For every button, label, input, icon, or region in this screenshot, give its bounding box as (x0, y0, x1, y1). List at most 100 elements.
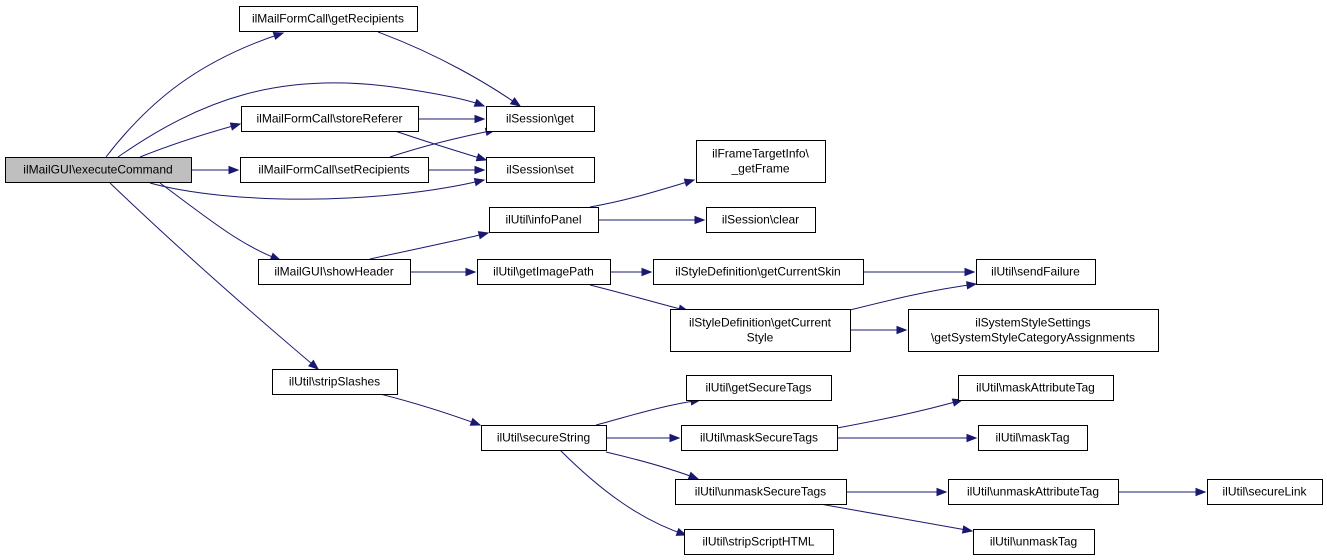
edge-setRecipients-to-sessionGet (389, 127, 497, 158)
node-label: ilMailFormCall\storeReferer (256, 112, 402, 126)
node-maskAttributeTag[interactable]: ilUtil\maskAttributeTag (958, 375, 1114, 401)
node-box (976, 259, 1096, 285)
node-label: ilUtil\unmaskSecureTags (695, 485, 826, 499)
arrowhead (964, 267, 976, 277)
edge-line (139, 123, 241, 158)
edge-line (159, 182, 281, 261)
edges-layer (105, 31, 1207, 536)
node-sessionSet[interactable]: ilSession\set (486, 157, 595, 183)
node-label: ilMailGUI\showHeader (274, 265, 393, 279)
node-label: ilUtil\getImagePath (493, 265, 594, 279)
edge-executeCommand-to-stripSlashes (109, 182, 320, 370)
edge-executeCommand-to-setRecipients (191, 165, 240, 175)
edge-secureString-to-unmaskSecureTags (605, 451, 700, 480)
node-getCurrentSkin[interactable]: ilStyleDefinition\getCurrentSkin (653, 259, 864, 285)
edge-executeCommand-to-sessionSet (149, 178, 486, 200)
edge-line (109, 182, 319, 370)
node-box (241, 106, 419, 132)
arrowhead (694, 215, 706, 225)
node-unmaskSecureTags[interactable]: ilUtil\unmaskSecureTags (675, 479, 847, 505)
edge-getImagePath-to-getCurrentSkin (610, 267, 653, 277)
node-sessionClear[interactable]: ilSession\clear (706, 207, 816, 233)
node-getSecureTags[interactable]: ilUtil\getSecureTags (686, 375, 832, 401)
node-unmaskTag[interactable]: ilUtil\unmaskTag (973, 529, 1095, 555)
node-label: ilUtil\sendFailure (991, 265, 1080, 279)
edge-line (589, 284, 689, 312)
node-unmaskAttributeTag[interactable]: ilUtil\unmaskAttributeTag (948, 479, 1119, 505)
node-box (973, 529, 1095, 555)
node-label: ilSession\clear (722, 213, 799, 227)
edge-unmaskAttributeTag-to-secureLink (1118, 487, 1207, 497)
node-executeCommand[interactable]: ilMailGUI\executeCommand (5, 157, 192, 183)
edge-setRecipients-to-sessionSet (428, 165, 486, 175)
edge-storeReferer-to-sessionSet (394, 130, 488, 162)
node-maskSecureTags[interactable]: ilUtil\maskSecureTags (681, 425, 838, 451)
edge-line (379, 393, 481, 426)
node-secureLink[interactable]: ilUtil\secureLink (1207, 479, 1323, 505)
edge-line (836, 399, 963, 429)
edge-getImagePath-to-getCurrentStyle (589, 284, 690, 313)
node-getSystemStyle[interactable]: ilSystemStyleSettings\getSystemStyleCate… (908, 309, 1159, 352)
edge-line (394, 130, 487, 161)
node-showHeader[interactable]: ilMailGUI\showHeader (258, 259, 411, 285)
arrowhead (474, 165, 486, 175)
node-box (681, 425, 838, 451)
nodes-layer: ilMailGUI\executeCommand ilMailFormCall\g… (5, 6, 1323, 555)
node-setRecipients[interactable]: ilMailFormCall\setRecipients (240, 157, 429, 183)
edge-line (849, 283, 977, 311)
node-label: ilSession\get (506, 112, 575, 126)
arrowhead (475, 153, 488, 162)
arrowhead (474, 114, 486, 124)
node-label: Style (747, 331, 774, 345)
node-label: ilUtil\secureLink (1222, 485, 1307, 499)
edge-getCurrentStyle-to-getSystemStyle (850, 325, 908, 335)
node-label: ilUtil\secureString (497, 431, 590, 445)
edge-executeCommand-to-storeReferer (139, 122, 242, 158)
edge-line (589, 179, 695, 208)
node-label: \getSystemStyleCategoryAssignments (931, 331, 1135, 345)
node-box (258, 259, 411, 285)
edge-line (149, 179, 485, 200)
node-label: ilMailGUI\executeCommand (23, 163, 172, 177)
node-secureString[interactable]: ilUtil\secureString (481, 425, 607, 451)
edge-secureString-to-maskSecureTags (606, 433, 681, 443)
node-stripScriptHTML[interactable]: ilUtil\stripScriptHTML (684, 529, 834, 555)
node-box (958, 375, 1114, 401)
arrowhead (936, 487, 948, 497)
arrowhead (228, 165, 240, 175)
node-box (948, 479, 1119, 505)
node-label: ilUtil\maskSecureTags (700, 431, 818, 445)
node-sessionGet[interactable]: ilSession\get (486, 106, 595, 132)
arrowhead (469, 417, 482, 426)
node-storeReferer[interactable]: ilMailFormCall\storeReferer (241, 106, 419, 132)
edge-line (117, 82, 485, 158)
arrowhead (272, 31, 285, 41)
node-getImagePath[interactable]: ilUtil\getImagePath (477, 259, 611, 285)
arrowhead (509, 97, 522, 107)
node-label: ilSession\set (506, 163, 574, 177)
arrowhead (966, 433, 978, 443)
node-getFrame[interactable]: ilFrameTargetInfo\_getFrame (696, 140, 826, 183)
node-label: ilStyleDefinition\getCurrent (689, 316, 832, 330)
node-box (670, 309, 851, 352)
edge-line (595, 399, 701, 426)
arrowhead (1195, 487, 1207, 497)
node-maskTag[interactable]: ilUtil\maskTag (978, 425, 1088, 451)
node-box (706, 207, 816, 233)
edge-line (105, 32, 284, 158)
edge-line (369, 232, 489, 260)
node-stripSlashes[interactable]: ilUtil\stripSlashes (272, 369, 398, 395)
arrowhead (641, 267, 653, 277)
node-infoPanel[interactable]: ilUtil\infoPanel (489, 207, 599, 233)
node-box (5, 157, 192, 183)
node-label: ilStyleDefinition\getCurrentSkin (675, 265, 840, 279)
node-sendFailure[interactable]: ilUtil\sendFailure (976, 259, 1096, 285)
edge-unmaskSecureTags-to-unmaskAttributeTag (846, 487, 948, 497)
arrowhead (961, 525, 974, 534)
edge-maskSecureTags-to-maskTag (837, 433, 978, 443)
edge-secureString-to-stripScriptHTML (559, 449, 688, 536)
node-getRecipients[interactable]: ilMailFormCall\getRecipients (239, 6, 418, 32)
node-box (978, 425, 1088, 451)
edge-maskSecureTags-to-maskAttributeTag (836, 398, 964, 429)
